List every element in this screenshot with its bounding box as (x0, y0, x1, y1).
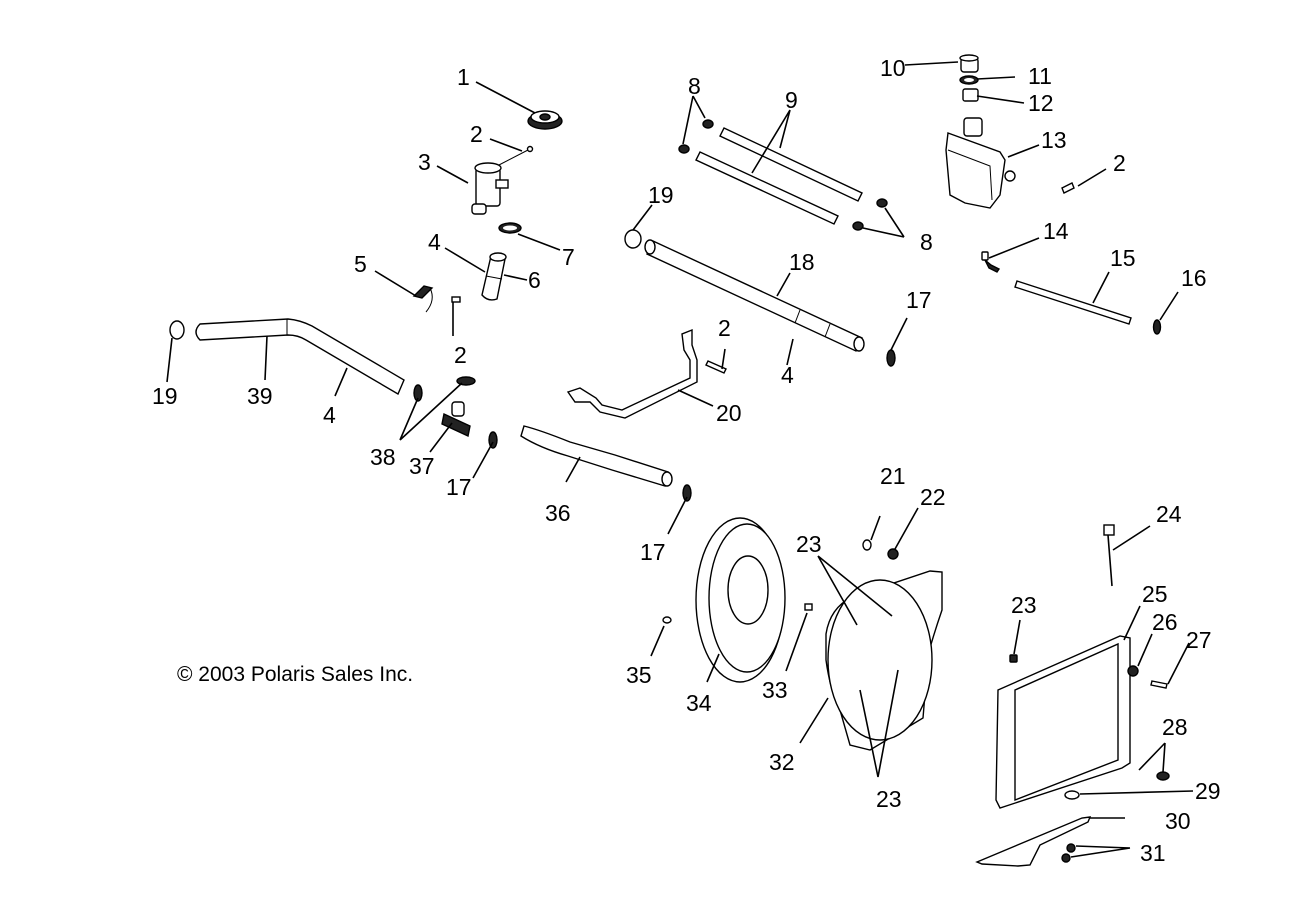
callout-5[interactable]: 5 (354, 251, 367, 277)
callout-3[interactable]: 3 (418, 149, 431, 175)
fastener-drawing[interactable] (1156, 771, 1170, 781)
callout-26[interactable]: 26 (1152, 609, 1178, 635)
small-screw-drawing[interactable] (451, 296, 461, 303)
shroud-bolt-drawing[interactable] (862, 539, 872, 551)
callout-23c[interactable]: 23 (876, 786, 902, 812)
thermostat-housing-drawing[interactable] (471, 162, 509, 215)
radiator-bolt-drawing[interactable] (1150, 680, 1168, 689)
callout-32[interactable]: 32 (769, 749, 795, 775)
leader-lines (166, 61, 1194, 858)
lower-bolts-drawing[interactable] (1061, 843, 1076, 863)
callout-24[interactable]: 24 (1156, 501, 1182, 527)
callout-7[interactable]: 7 (562, 244, 575, 270)
callout-4c[interactable]: 4 (323, 402, 336, 428)
fitting-drawing[interactable] (981, 251, 1001, 273)
temp-sensor-drawing[interactable] (1103, 524, 1115, 587)
callout-1[interactable]: 1 (457, 64, 470, 90)
tube-clamps-drawing[interactable] (678, 119, 888, 231)
long-hose-drawing[interactable] (195, 318, 405, 396)
hose-clamps-drawing[interactable] (413, 376, 476, 402)
callout-17b[interactable]: 17 (446, 474, 472, 500)
bottle-screw-drawing[interactable] (1061, 182, 1075, 194)
callout-19b[interactable]: 19 (152, 383, 178, 409)
fan-shroud-drawing[interactable] (825, 570, 943, 751)
bracket-drawing[interactable] (566, 328, 698, 419)
callout-8b[interactable]: 8 (920, 229, 933, 255)
shroud-nut-drawing[interactable] (887, 548, 899, 560)
callout-9[interactable]: 9 (785, 87, 798, 113)
short-hose-drawing[interactable] (481, 252, 507, 301)
bottle-cap-drawing[interactable] (959, 54, 979, 73)
callout-4[interactable]: 4 (428, 229, 441, 255)
thermostat-screw-drawing[interactable] (496, 145, 534, 167)
radiator-drawing[interactable] (995, 635, 1131, 809)
callout-38[interactable]: 38 (370, 444, 396, 470)
tubes-drawing[interactable] (695, 127, 863, 225)
overflow-clamp-drawing[interactable] (1152, 319, 1162, 335)
callout-27[interactable]: 27 (1186, 627, 1212, 653)
radiator-side-nut-drawing[interactable] (1127, 665, 1139, 677)
callout-20[interactable]: 20 (716, 400, 742, 426)
overflow-tube-drawing[interactable] (1014, 280, 1132, 325)
copyright-notice: © 2003 Polaris Sales Inc. (177, 663, 413, 686)
callout-15[interactable]: 15 (1110, 245, 1136, 271)
callout-12[interactable]: 12 (1028, 90, 1054, 116)
callout-10[interactable]: 10 (880, 55, 906, 81)
callout-16[interactable]: 16 (1181, 265, 1207, 291)
callout-35[interactable]: 35 (626, 662, 652, 688)
callout-6[interactable]: 6 (528, 267, 541, 293)
bracket-bolt-drawing[interactable] (705, 360, 727, 374)
neck-drawing[interactable] (962, 88, 979, 102)
radiator-cap-drawing[interactable] (527, 110, 563, 130)
fan-clamp-drawing[interactable] (682, 484, 692, 502)
callout-4b[interactable]: 4 (781, 362, 794, 388)
callout-22[interactable]: 22 (920, 484, 946, 510)
shroud-screw-drawing[interactable] (804, 603, 813, 611)
callout-25[interactable]: 25 (1142, 581, 1168, 607)
callout-39[interactable]: 39 (247, 383, 273, 409)
clamp-right-drawing[interactable] (886, 349, 896, 367)
callout-17c[interactable]: 17 (640, 539, 666, 565)
callout-17[interactable]: 17 (906, 287, 932, 313)
upper-clamp-drawing[interactable] (498, 222, 522, 234)
lower-bracket-drawing[interactable] (975, 816, 1092, 867)
callout-23b[interactable]: 23 (1011, 592, 1037, 618)
callout-19[interactable]: 19 (648, 182, 674, 208)
callout-2d[interactable]: 2 (454, 342, 467, 368)
spring-clamp-drawing[interactable] (412, 285, 434, 313)
callout-2b[interactable]: 2 (1113, 150, 1126, 176)
callout-2[interactable]: 2 (470, 121, 483, 147)
part-drawings (169, 54, 1170, 867)
hose-clamp-top-drawing[interactable] (624, 229, 642, 249)
callout-21[interactable]: 21 (880, 463, 906, 489)
callout-29[interactable]: 29 (1195, 778, 1221, 804)
callout-33[interactable]: 33 (762, 677, 788, 703)
callout-2c[interactable]: 2 (718, 315, 731, 341)
callout-8[interactable]: 8 (688, 73, 701, 99)
callout-14[interactable]: 14 (1043, 218, 1069, 244)
fan-screw-drawing[interactable] (662, 616, 672, 624)
callout-34[interactable]: 34 (686, 690, 712, 716)
gasket-drawing[interactable] (959, 75, 979, 85)
callout-23[interactable]: 23 (796, 531, 822, 557)
callout-11[interactable]: 11 (1028, 63, 1052, 89)
left-clamp-drawing[interactable] (169, 320, 185, 340)
radiator-nut-drawing[interactable] (1009, 654, 1018, 663)
callout-37[interactable]: 37 (409, 453, 435, 479)
coolant-tube-drawing[interactable] (644, 239, 865, 352)
callout-30[interactable]: 30 (1165, 808, 1191, 834)
callout-labels: 1 2 3 4 5 6 7 8 9 10 11 12 13 2 8 14 15 … (152, 55, 1221, 866)
callout-31[interactable]: 31 (1140, 840, 1166, 866)
recovery-bottle-drawing[interactable] (945, 117, 1016, 209)
callout-18[interactable]: 18 (789, 249, 815, 275)
curved-hose-drawing[interactable] (520, 425, 673, 487)
callout-36[interactable]: 36 (545, 500, 571, 526)
callout-28[interactable]: 28 (1162, 714, 1188, 740)
fan-drawing[interactable] (695, 517, 786, 683)
callout-13[interactable]: 13 (1041, 127, 1067, 153)
grommet-drawing[interactable] (1064, 790, 1080, 800)
tee-fitting-drawing[interactable] (441, 401, 471, 438)
